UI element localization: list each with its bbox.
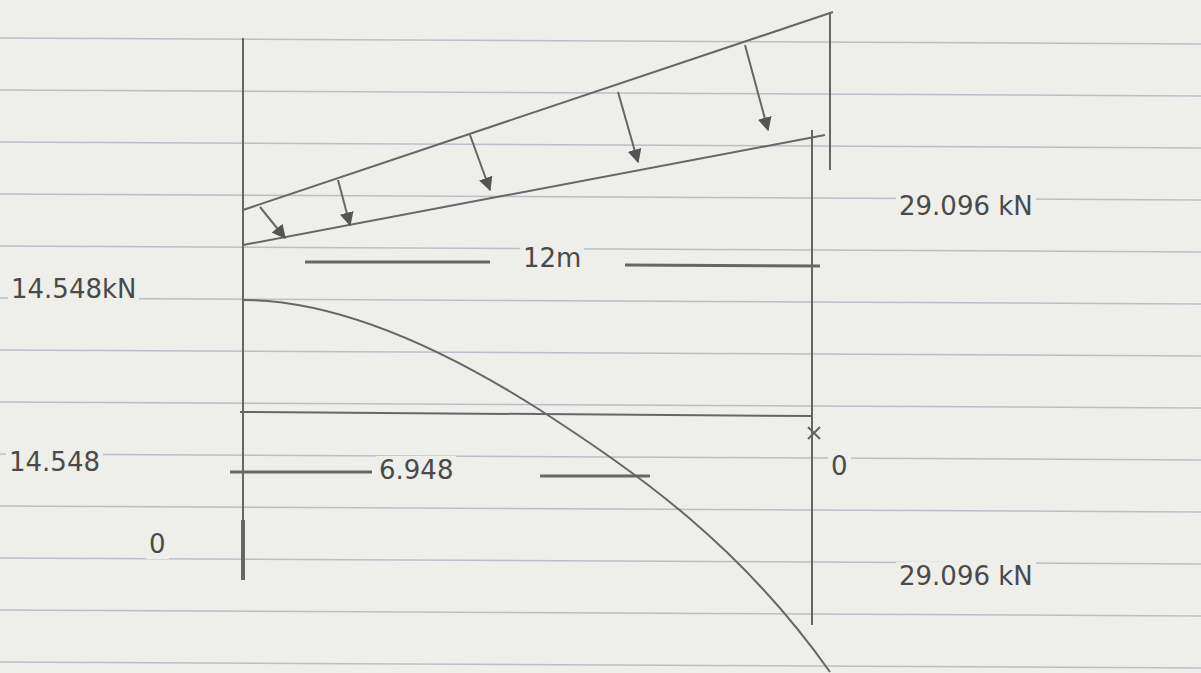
dimension-label: 14.548: [6, 448, 103, 477]
pencil-lines: [230, 12, 833, 672]
dimension-label: 0: [146, 530, 169, 559]
dimension-label: 0: [828, 452, 851, 481]
dimension-label: 6.948: [376, 456, 456, 485]
ruled-lines: [0, 38, 1201, 668]
dimension-label: 29.096 kN: [896, 562, 1036, 591]
dimension-label: 14.548kN: [8, 275, 139, 304]
dimension-label: 12m: [520, 244, 584, 273]
dimension-label: 29.096 kN: [896, 192, 1036, 221]
